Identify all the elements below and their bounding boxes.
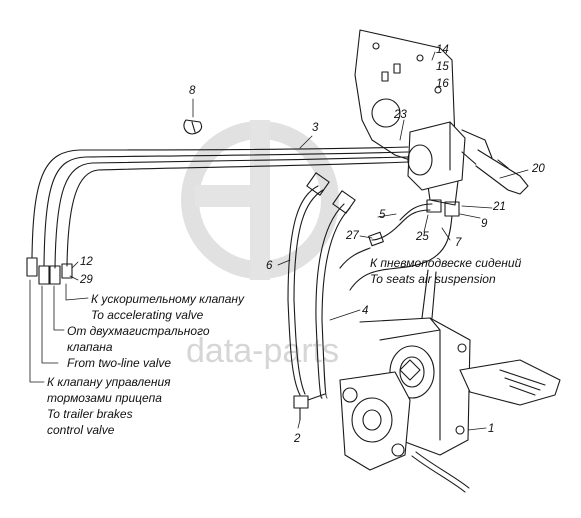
hose-to-seats	[349, 215, 453, 291]
callout-2: 2	[294, 433, 301, 445]
upper-valve-block	[407, 121, 529, 195]
brake-valve-assembly	[339, 317, 561, 471]
note-trailer-ru-1: К клапану управления	[47, 375, 171, 389]
hose-bundle-3	[31, 146, 409, 269]
callout-3: 3	[312, 122, 319, 134]
note-twoline-ru-2: клапана	[67, 340, 113, 354]
clip-8	[183, 119, 203, 135]
callout-25: 25	[416, 231, 429, 243]
callout-9: 9	[481, 218, 488, 230]
callout-1: 1	[488, 423, 495, 435]
note-seats-ru: К пневмоподвеске сидений	[370, 256, 522, 270]
callout-7: 7	[455, 237, 462, 249]
callout-6: 6	[266, 260, 273, 272]
callout-21: 21	[493, 201, 506, 213]
callout-15: 15	[436, 61, 449, 73]
note-accel-en: To accelerating valve	[91, 308, 204, 322]
mounting-plate	[354, 29, 461, 206]
note-trailer-en-1: To trailer brakes	[47, 407, 133, 421]
callout-20: 20	[532, 163, 545, 175]
callout-14: 14	[436, 44, 449, 56]
callout-29: 29	[80, 274, 93, 286]
watermark-text: data-parts	[186, 332, 339, 370]
hose-5	[368, 199, 460, 247]
control-rod	[421, 269, 429, 319]
callout-5: 5	[379, 209, 386, 221]
callout-23: 23	[394, 109, 407, 121]
note-trailer-en-2: control valve	[47, 423, 115, 437]
tail-hose	[411, 451, 470, 493]
leader-lines	[29, 51, 529, 431]
callout-16: 16	[436, 78, 449, 90]
note-twoline-ru-1: От двухмагистрального	[67, 324, 210, 338]
callout-27: 27	[346, 230, 359, 242]
hose-6	[287, 172, 330, 396]
hose-end-fittings	[26, 257, 73, 285]
callout-8: 8	[189, 85, 196, 97]
callout-12: 12	[80, 256, 93, 268]
tee-fitting-2	[293, 393, 326, 421]
hose-4	[315, 190, 371, 399]
note-trailer-ru-2: тормозами прицепа	[47, 391, 162, 405]
note-twoline-en: From two-line valve	[67, 356, 172, 370]
watermark-logo	[181, 120, 339, 280]
note-seats-en: To seats air suspension	[370, 272, 496, 286]
callout-4: 4	[362, 305, 369, 317]
note-accel-ru: К ускорительному клапану	[91, 292, 244, 306]
